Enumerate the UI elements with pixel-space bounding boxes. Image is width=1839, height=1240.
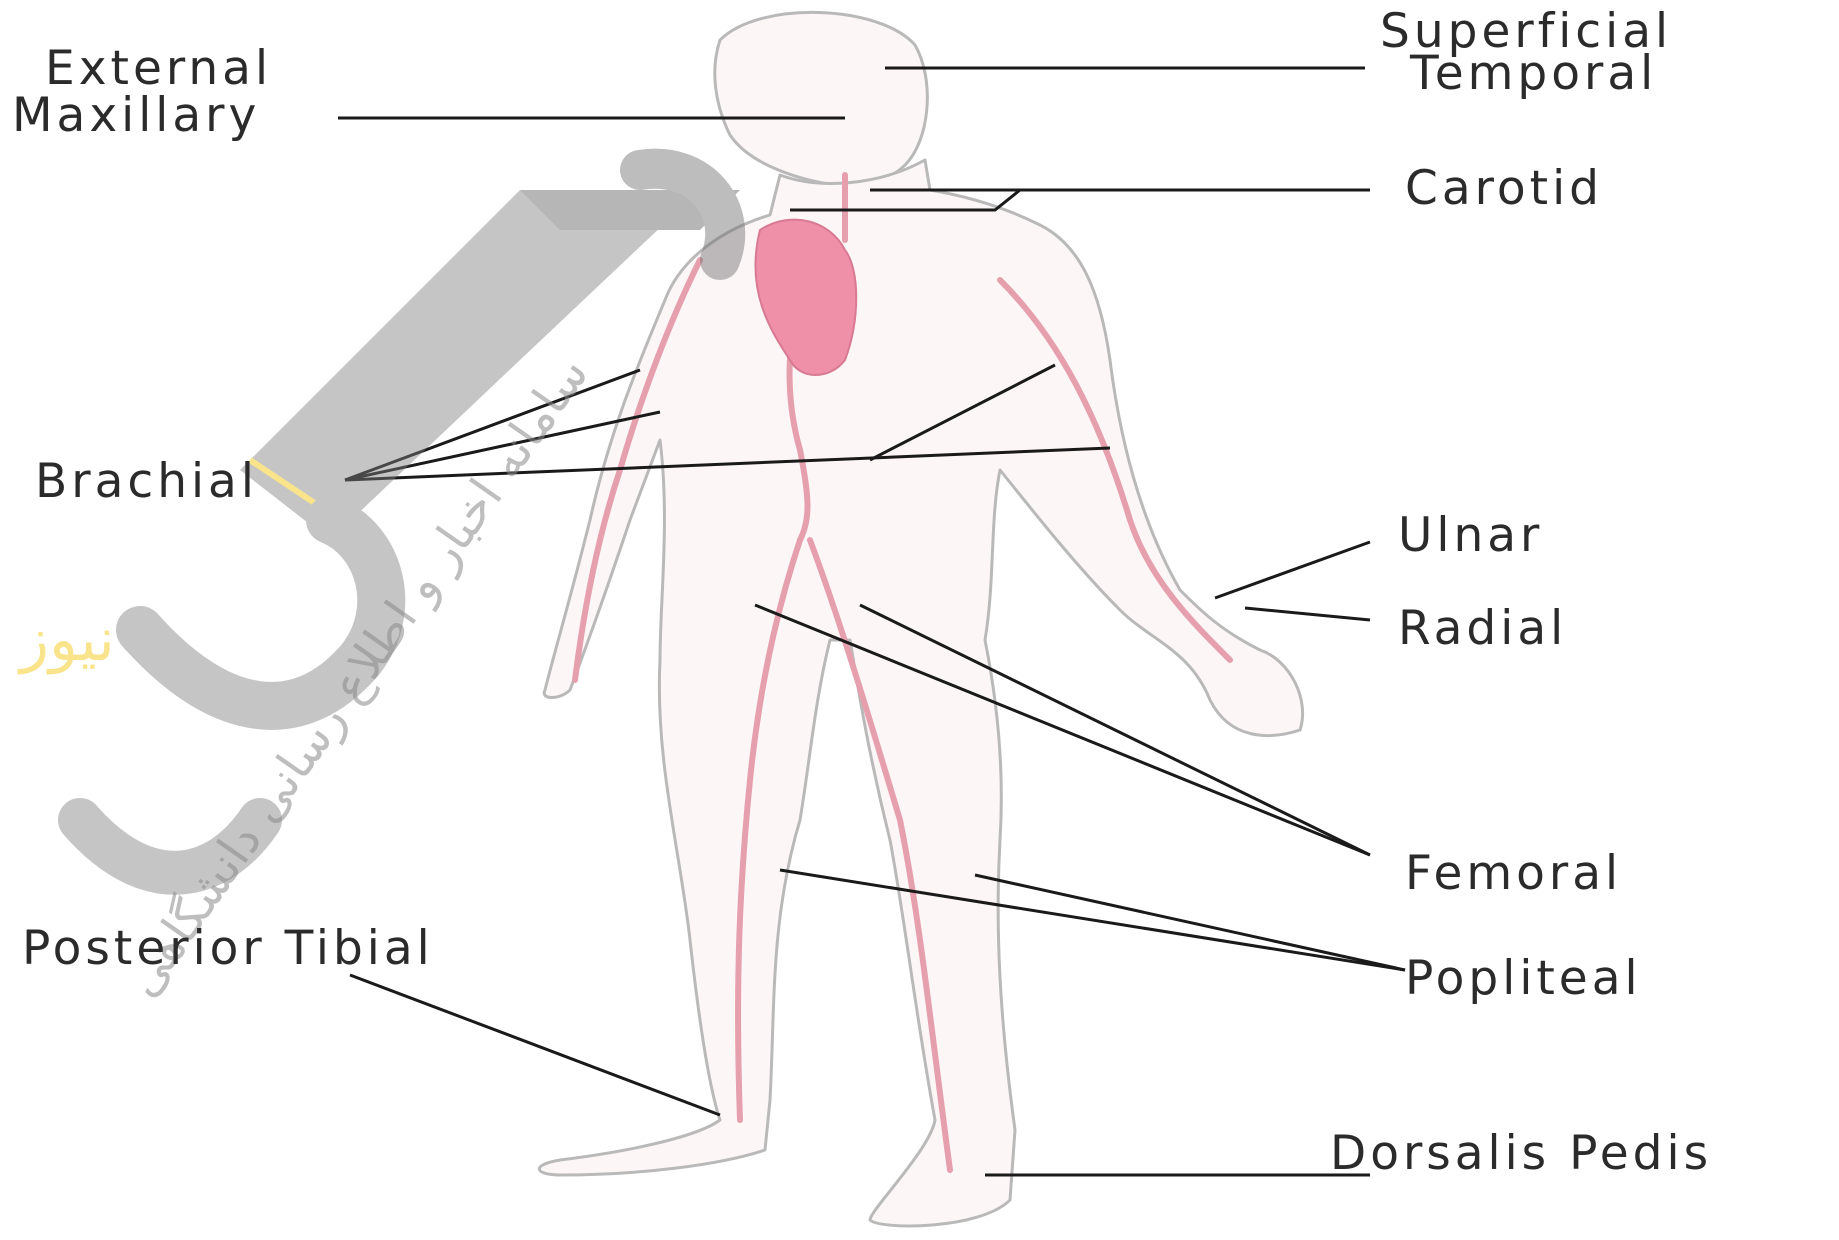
label-posterior-tibial: Posterior Tibial [22,925,434,972]
label-carotid: Carotid [1405,165,1603,212]
label-external-maxillary-line2: Maxillary [12,92,260,139]
posterior-tibial-pointer [350,975,720,1115]
popliteal-pointer-1 [780,870,1405,970]
label-popliteal: Popliteal [1405,955,1642,1002]
radial-pointer [1245,608,1370,620]
watermark-gold-text: نیوز [17,605,115,675]
popliteal-pointer-2 [975,875,1405,970]
label-femoral: Femoral [1405,850,1622,897]
label-ulnar: Ulnar [1398,512,1543,559]
label-brachial: Brachial [35,458,258,505]
label-dorsalis-pedis: Dorsalis Pedis [1330,1130,1712,1177]
label-superficial-temporal-line2: Temporal [1410,50,1657,97]
label-radial: Radial [1398,605,1567,652]
watermark-logo: نیوز [17,169,740,873]
label-external-maxillary-line1: External [45,45,272,92]
ulnar-pointer [1215,542,1370,598]
